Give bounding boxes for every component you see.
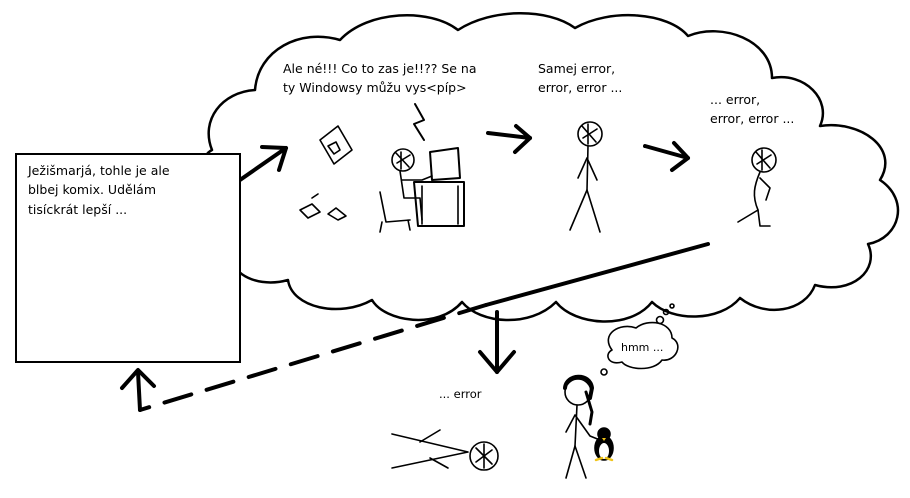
- comic-frame: [15, 153, 241, 363]
- observer-thought-text: hmm ...: [621, 341, 664, 354]
- dream-scene-2: [569, 121, 603, 233]
- observer-figure: [563, 303, 679, 479]
- dream-caption-3: ... error, error, error ...: [710, 92, 795, 127]
- dream-caption-2: Samej error, error, error ...: [538, 61, 623, 96]
- dream-scene-3: [737, 147, 777, 227]
- fallen-caption: ... error: [439, 387, 482, 401]
- fallen-figure: [391, 429, 499, 471]
- observer-thought-bubble: [607, 321, 679, 370]
- frame-caption: Ježišmarjá, tohle je ale blbej komix. Ud…: [28, 163, 170, 217]
- dashed-return-line: [120, 242, 710, 412]
- dream-caption-1: Ale né!!! Co to zas je!!?? Se na ty Wind…: [283, 61, 477, 96]
- thought-cloud: [200, 12, 900, 323]
- arrow-dream-1-to-2: [486, 124, 532, 154]
- arrow-cloud-down: [478, 310, 516, 374]
- dream-scene-1: [299, 103, 465, 233]
- arrow-dream-2-to-3: [643, 141, 690, 172]
